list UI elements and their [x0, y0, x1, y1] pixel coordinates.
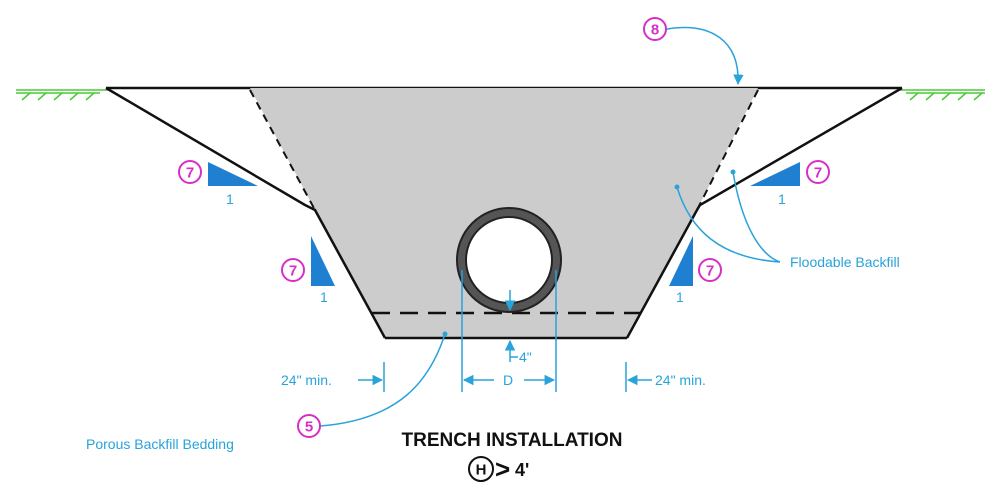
porous-bedding-leader-dot — [442, 331, 448, 337]
slope-ratio-lower-left: 1 — [320, 289, 328, 305]
ground-grass-left — [16, 89, 108, 101]
pipe-inner — [465, 216, 553, 304]
ground-grass-right — [900, 89, 985, 101]
slope-ratio-lower-right: 1 — [676, 289, 684, 305]
trench-outline-right — [625, 86, 903, 339]
svg-text:7: 7 — [814, 165, 822, 182]
callout-7-lower-left: 7 — [281, 258, 305, 282]
diagram-title: TRENCH INSTALLATION — [402, 430, 623, 451]
callout-5: 5 — [297, 414, 321, 438]
callout-7-lower-right: 7 — [698, 258, 722, 282]
h-symbol: H — [476, 462, 487, 479]
floodable-leader-dot-2 — [730, 169, 736, 175]
slope-ratio-upper-right: 1 — [778, 191, 786, 207]
slope-triangle-lower-left — [311, 236, 335, 286]
h-symbol-circle — [468, 456, 494, 482]
svg-text:5: 5 — [305, 419, 313, 436]
porous-backfill-bedding-label: Porous Backfill Bedding — [86, 436, 234, 452]
backfill-boundary-right — [696, 89, 759, 211]
trench-outline-left — [105, 86, 387, 339]
backfill-boundary-left — [249, 89, 316, 211]
callout-8: 8 — [643, 17, 667, 41]
slope-triangle-upper-right — [750, 162, 800, 186]
depth-value: 4' — [515, 460, 529, 480]
pipe-diameter-label: D — [503, 372, 513, 388]
floodable-leader-2 — [732, 171, 781, 263]
floodable-leader-dot-1 — [674, 184, 680, 190]
callout-7-upper-left: 7 — [178, 160, 202, 184]
svg-text:7: 7 — [186, 165, 194, 182]
bedding-depth-label: 4" — [519, 349, 532, 365]
slope-triangle-lower-right — [669, 236, 693, 286]
slope-triangle-upper-left — [208, 162, 258, 186]
greater-than-symbol: > — [495, 454, 510, 484]
porous-bedding-leader — [319, 333, 446, 427]
callout-8-leader — [666, 26, 744, 86]
floodable-leader-1 — [676, 186, 781, 263]
callout-7-upper-right: 7 — [806, 160, 830, 184]
min-24-left-label: 24" min. — [281, 372, 332, 388]
slope-ratio-upper-left: 1 — [226, 191, 234, 207]
floodable-backfill-label: Floodable Backfill — [790, 254, 900, 270]
title-depth-condition: H > 4' — [468, 454, 529, 484]
svg-text:8: 8 — [651, 22, 659, 39]
min-24-right-label: 24" min. — [655, 372, 706, 388]
svg-text:7: 7 — [706, 263, 714, 280]
svg-text:7: 7 — [289, 263, 297, 280]
